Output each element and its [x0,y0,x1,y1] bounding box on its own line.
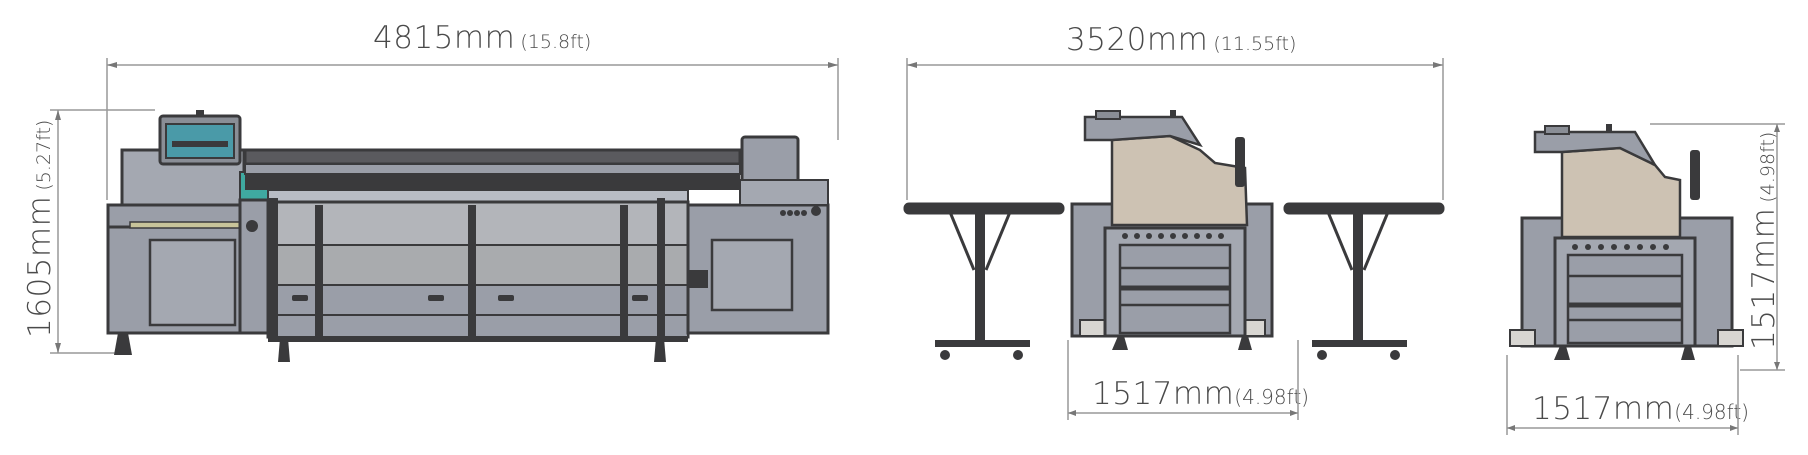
side-total-width-label: 3520mm (11.55ft) [1066,22,1296,58]
side2-depth-imperial: (4.98ft) [1674,400,1749,424]
side-total-width-value: 3520mm [1066,22,1209,58]
side-total-width-imperial: (11.55ft) [1213,33,1297,55]
front-view-machine [106,110,830,362]
side2-depth-value: 1517mm [1532,391,1675,427]
side2-depth-label: 1517mm(4.98ft) [1532,391,1749,427]
side-view-with-tables [903,110,1445,360]
dimension-lines [50,58,1785,435]
side-depth-value: 1517mm [1092,376,1235,412]
front-width-value: 4815mm [373,20,516,56]
front-width-label: 4815mm (15.8ft) [373,20,591,56]
side-depth-label: 1517mm(4.98ft) [1092,376,1309,412]
side-depth-imperial: (4.98ft) [1234,385,1309,409]
dimension-arrows [55,62,1780,431]
front-width-imperial: (15.8ft) [520,31,592,53]
side-view-standalone [1509,124,1744,360]
